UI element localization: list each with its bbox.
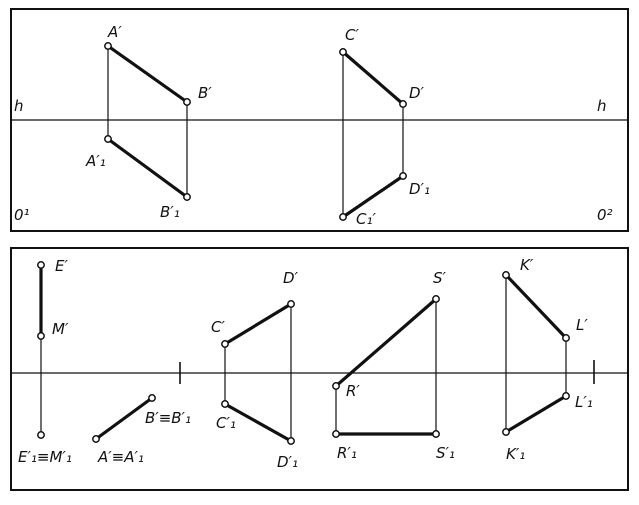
segment-C1-D1	[341, 174, 405, 219]
point-E-prime	[37, 261, 45, 269]
label-L1-prime: L′₁	[575, 393, 593, 411]
point-C1-prime	[339, 213, 347, 221]
segment-C-D-bottom	[223, 302, 293, 346]
label-A-eq-A1: A′≡A′₁	[97, 448, 144, 466]
bottom-panel-frame	[10, 247, 629, 491]
point-B-prime	[183, 98, 191, 106]
segment-A-B-bottom	[94, 396, 154, 441]
segment-A-B	[106, 44, 189, 104]
point-A1-prime	[104, 135, 112, 143]
top-corner-label-right: 0²	[597, 206, 613, 224]
point-A-eq-A1	[92, 435, 100, 443]
top-panel: h h 0¹ 0² A′ B′ A′₁ B′₁ C′ D′ C₁′ D′₁	[10, 8, 629, 232]
label-K-prime: K′	[520, 256, 534, 274]
point-R-prime	[332, 382, 340, 390]
label-D1-prime: D′₁	[409, 180, 430, 198]
label-M-prime: M′	[52, 320, 69, 338]
top-corner-label-left: 0¹	[14, 206, 30, 224]
point-K1-prime	[502, 428, 510, 436]
label-B-prime: B′	[198, 84, 212, 102]
point-B1-prime	[183, 193, 191, 201]
label-D1-prime-bottom: D′₁	[277, 453, 298, 471]
segment-R-S	[334, 297, 438, 388]
point-R1-prime	[332, 430, 340, 438]
segment-C1-D1-bottom	[223, 402, 293, 443]
point-C1-prime-bottom	[221, 400, 229, 408]
label-C1-prime-bottom: C′₁	[216, 414, 236, 432]
label-B1-prime: B′₁	[160, 203, 180, 221]
point-D1-prime	[399, 172, 407, 180]
point-L-prime	[562, 334, 570, 342]
segment-K1-L1	[504, 394, 568, 434]
label-A1-prime: A′₁	[85, 152, 106, 170]
label-K1-prime: K′₁	[506, 445, 525, 463]
label-E1-eq-M1: E′₁≡M′₁	[18, 448, 72, 466]
label-S1-prime: S′₁	[436, 444, 455, 462]
label-L-prime: L′	[576, 316, 588, 334]
point-D1-prime-bottom	[287, 437, 295, 445]
segment-K-L	[504, 273, 568, 340]
label-D-prime-bottom: D′	[283, 269, 299, 287]
point-S-prime	[432, 295, 440, 303]
top-axis-label-right: h	[597, 97, 607, 115]
label-C-prime: C′	[345, 26, 359, 44]
top-axis-label-left: h	[14, 97, 24, 115]
point-D-prime	[399, 100, 407, 108]
point-L1-prime	[562, 392, 570, 400]
point-A-prime	[104, 42, 112, 50]
label-S-prime: S′	[433, 269, 447, 287]
label-C1-prime: C₁′	[356, 210, 376, 228]
label-R1-prime: R′₁	[337, 444, 357, 462]
label-C-prime-bottom: C′	[211, 318, 225, 336]
point-B-eq-B1	[148, 394, 156, 402]
point-K-prime	[502, 271, 510, 279]
point-C-prime-bottom	[221, 340, 229, 348]
point-S1-prime	[432, 430, 440, 438]
bottom-panel: E′ M′ E′₁≡M′₁ A′≡A′₁ B′≡B′₁ C′ D′ C′₁ D′…	[10, 247, 629, 491]
point-M-prime	[37, 332, 45, 340]
label-E-prime: E′	[55, 257, 68, 275]
point-E1-M1	[37, 431, 45, 439]
label-A-prime: A′	[107, 23, 122, 41]
label-D-prime: D′	[409, 84, 425, 102]
segment-A1-B1	[106, 137, 189, 199]
label-R-prime: R′	[346, 382, 360, 400]
label-B-eq-B1: B′≡B′₁	[145, 409, 191, 427]
point-D-prime-bottom	[287, 300, 295, 308]
segment-C-D	[341, 50, 405, 106]
point-C-prime	[339, 48, 347, 56]
